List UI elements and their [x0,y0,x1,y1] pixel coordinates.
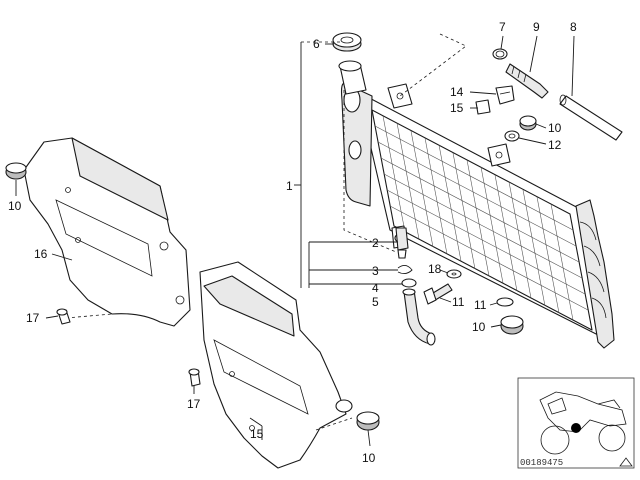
callout-18: 18 [428,262,442,276]
callout-11-left: 11 [452,295,465,309]
inset-ref-number: 00189475 [520,458,563,468]
callout-3: 3 [372,264,379,278]
callout-10-left: 10 [8,199,22,213]
elbow-pipe[interactable] [402,288,436,346]
right-shroud[interactable] [199,261,353,469]
callout-labels: 1 2 3 4 5 6 7 9 8 14 15 10 12 18 11 11 1… [8,20,577,465]
locator-inset: 00189475 [517,377,635,469]
rubber-grommet-left[interactable] [5,162,27,180]
rubber-grommet[interactable] [519,115,537,131]
callout-4: 4 [372,281,379,295]
spring-clip[interactable] [397,265,413,275]
bracket[interactable] [495,85,515,105]
washer[interactable] [446,269,462,279]
overflow-hose[interactable] [559,94,623,141]
radiator[interactable] [338,60,615,349]
bush[interactable] [504,130,520,142]
radiator-core-grid [371,109,593,331]
mounting-bolt[interactable] [423,283,453,305]
leader-lines [15,33,575,447]
location-marker [571,423,581,433]
rubber-grommet-shroud[interactable] [356,411,380,431]
left-shroud[interactable] [23,137,191,327]
overflow-fitting[interactable] [505,63,549,99]
callout-10-shroud: 10 [362,451,376,465]
callout-15-lower: 15 [250,427,264,441]
screw-middle[interactable] [188,368,201,387]
callout-2: 2 [372,236,379,250]
callout-15-upper: 15 [450,101,464,115]
temperature-switch[interactable] [395,227,409,259]
callout-6: 6 [313,37,320,51]
washer-lower[interactable] [496,297,514,307]
motorcycle-silhouette [539,391,627,455]
hose-clamp[interactable] [492,48,508,60]
small-plate[interactable] [475,99,491,115]
callout-9: 9 [533,20,540,34]
callout-17-left: 17 [26,311,40,325]
callout-8: 8 [570,20,577,34]
rubber-grommet-lower[interactable] [500,315,524,335]
callout-7: 7 [499,20,506,34]
callout-16: 16 [34,247,48,261]
o-ring[interactable] [401,278,417,288]
callout-1: 1 [286,179,293,193]
callout-10-upper-right: 10 [548,121,562,135]
callout-11-right: 11 [474,298,487,312]
callout-12: 12 [548,138,562,152]
callout-5: 5 [372,295,379,309]
callout-10-lower-right: 10 [472,320,486,334]
screw-left[interactable] [56,308,71,325]
callout-14: 14 [450,85,464,99]
corner-triangle-icon [619,457,633,467]
callout-17-middle: 17 [187,397,201,411]
